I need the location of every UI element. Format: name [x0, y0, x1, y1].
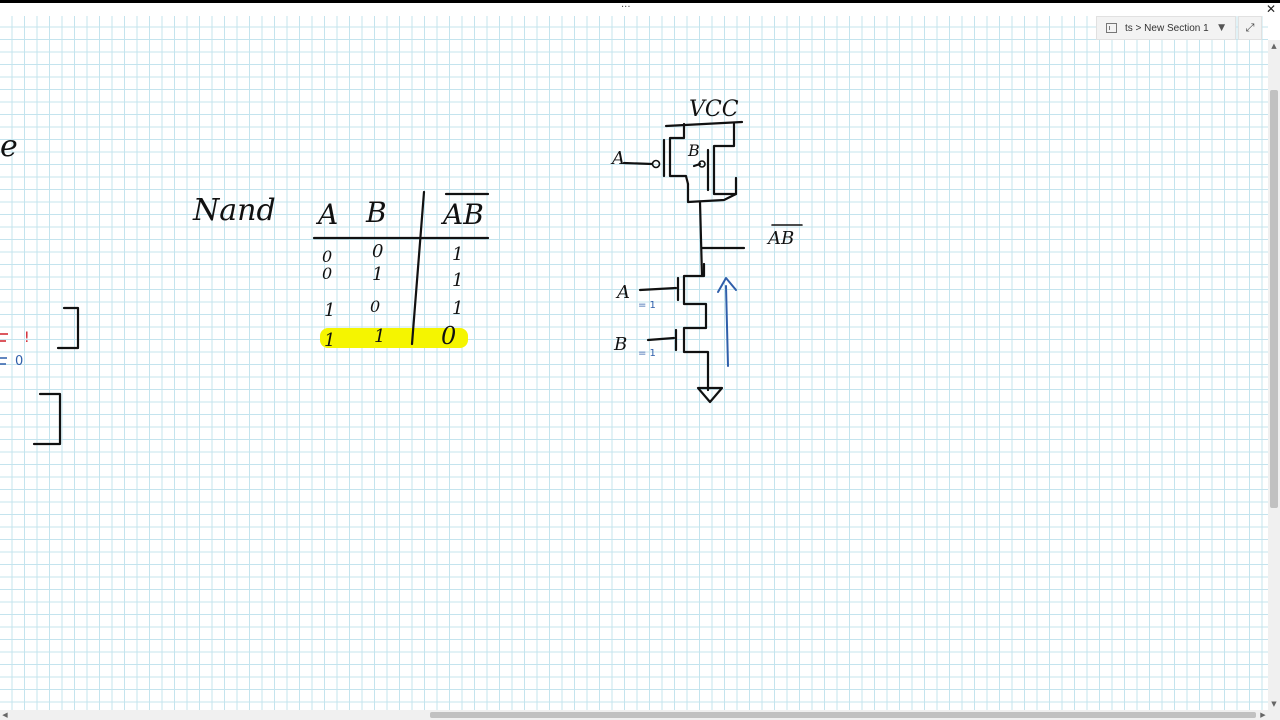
- drag-grip-icon[interactable]: ···: [621, 2, 631, 13]
- horizontal-scrollbar[interactable]: ◀ ▶: [0, 710, 1280, 720]
- row4-a: 1: [324, 330, 335, 351]
- chevron-down-icon[interactable]: ▼: [1218, 23, 1225, 33]
- scroll-right-arrow[interactable]: ▶: [1260, 711, 1266, 719]
- row1-a: 0: [322, 247, 332, 266]
- current-arrow: [717, 277, 737, 367]
- scroll-up-arrow[interactable]: ▲: [1271, 42, 1277, 50]
- nand-title: Nand: [192, 193, 276, 228]
- row2-b: 1: [372, 264, 383, 285]
- page-icon: [1106, 23, 1117, 33]
- nmos-b-annotation: = 1: [638, 348, 656, 359]
- nmos-a-input-wire: [638, 286, 678, 292]
- row4-b: 1: [374, 326, 385, 347]
- scroll-down-arrow[interactable]: ▼: [1271, 700, 1277, 708]
- note-canvas[interactable]: e ! 0 Nand A B AB 0 0 1 0 1 1 1 0 1 1 1 …: [0, 16, 1268, 710]
- row3-a: 1: [324, 300, 335, 321]
- close-icon[interactable]: ✕: [1265, 2, 1276, 16]
- nmos-a-input-label: A: [615, 282, 630, 303]
- vcc-rail: [664, 120, 744, 128]
- output-node-wire: [698, 200, 704, 278]
- row3-out: 1: [452, 298, 463, 319]
- truth-table-highlight: [320, 328, 468, 348]
- row1-out: 1: [452, 244, 463, 265]
- header-a: A: [315, 198, 338, 231]
- left-red-char: !: [24, 330, 30, 346]
- header-b: B: [365, 196, 387, 229]
- left-red-stroke: [0, 333, 8, 342]
- row4-out: 0: [441, 322, 456, 350]
- nmos-b-input-label: B: [613, 334, 627, 355]
- pmos-a-source: [668, 122, 690, 186]
- scroll-left-arrow[interactable]: ◀: [2, 711, 8, 719]
- expand-icon: ⤢: [1245, 21, 1255, 34]
- pmos-b-input-label: B: [687, 141, 700, 160]
- pmos-a-input-label: A: [610, 148, 625, 169]
- horizontal-scroll-thumb[interactable]: [430, 712, 1256, 718]
- vcc-label: VCC: [689, 97, 739, 122]
- bracket-lower: [32, 392, 62, 446]
- vertical-scrollbar[interactable]: ▲ ▼: [1268, 40, 1280, 710]
- nmos-b-input-wire: [646, 336, 676, 342]
- vertical-scroll-thumb[interactable]: [1270, 90, 1278, 508]
- pmos-a-input-wire: [622, 161, 654, 166]
- bracket-upper: [56, 306, 80, 350]
- row2-a: 0: [322, 264, 332, 283]
- pmos-a-bubble: [651, 159, 661, 169]
- row3-b: 0: [370, 297, 380, 316]
- window-top-bar: ··· ✕: [0, 0, 1280, 16]
- left-blue-stroke: [0, 357, 7, 365]
- row1-b: 0: [372, 241, 383, 262]
- left-blue-char: 0: [15, 354, 23, 369]
- section-breadcrumb[interactable]: ts > New Section 1 ▼: [1096, 16, 1236, 40]
- cut-off-letter: e: [0, 129, 18, 164]
- header-output: AB: [440, 198, 484, 231]
- truth-table-divider: [410, 190, 426, 346]
- row2-out: 1: [452, 270, 463, 291]
- ground-symbol: [696, 386, 724, 404]
- nmos-a-annotation: = 1: [638, 300, 656, 311]
- output-label: AB: [766, 228, 794, 249]
- breadcrumb-text: ts > New Section 1: [1125, 22, 1209, 34]
- pmos-b-input-wire: [692, 162, 702, 168]
- expand-button[interactable]: ⤢: [1238, 16, 1262, 40]
- nmos-a: [682, 262, 710, 392]
- ink-layer: e ! 0 Nand A B AB 0 0 1 0 1 1 1 0 1 1 1 …: [0, 97, 803, 446]
- pmos-b-source: [712, 122, 738, 196]
- pmos-drain-join: [686, 182, 738, 204]
